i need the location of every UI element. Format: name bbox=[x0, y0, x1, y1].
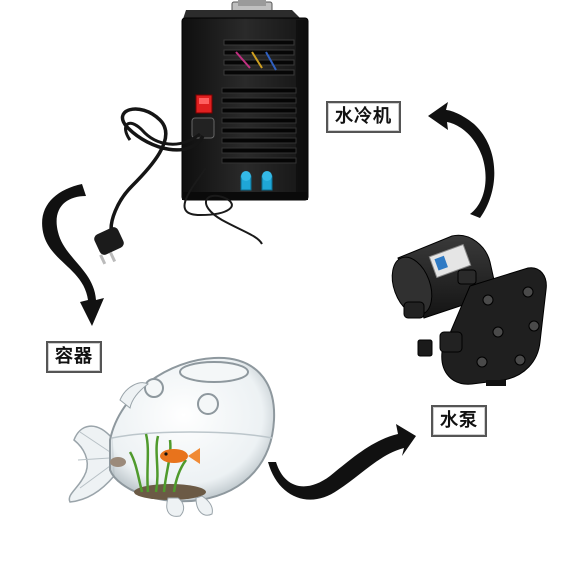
label-water-pump: 水泵 bbox=[431, 405, 487, 437]
label-container: 容器 bbox=[46, 341, 102, 373]
water-chiller-icon bbox=[94, 0, 309, 265]
fish-bowl-container-icon bbox=[68, 356, 276, 517]
curved-arrow-icon bbox=[42, 102, 495, 500]
water-pump-icon bbox=[391, 234, 547, 386]
label-water-chiller: 水冷机 bbox=[326, 101, 401, 133]
